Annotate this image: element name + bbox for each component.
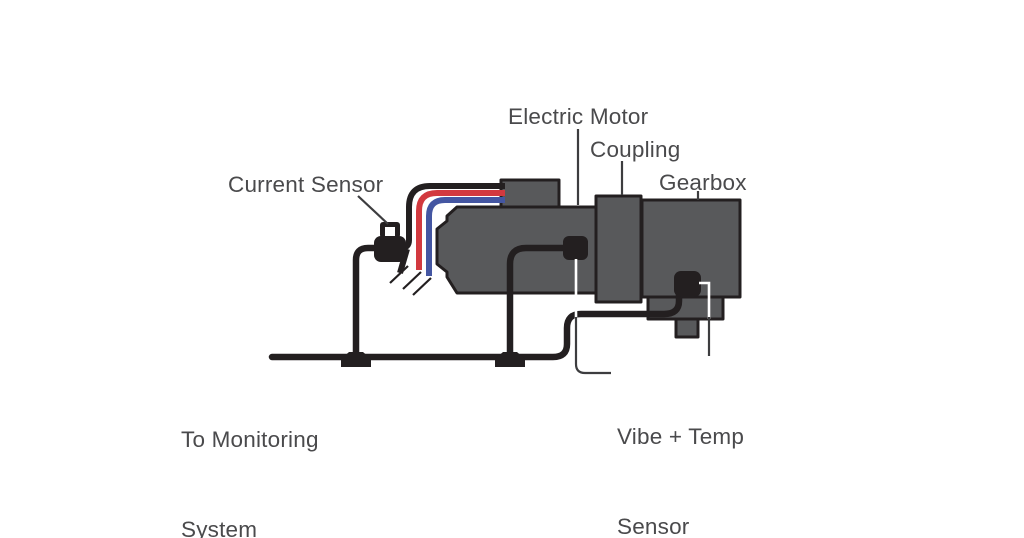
coupling-body	[594, 194, 643, 304]
label-to-monitoring-line2: System	[181, 517, 258, 538]
label-gearbox: Gearbox	[659, 170, 747, 195]
power-wire-red	[416, 190, 505, 270]
motor-sensor-cable	[506, 244, 564, 354]
bus-tee-connector	[495, 352, 525, 367]
gearbox-foot	[674, 317, 700, 339]
current-sensor-clamp	[374, 236, 406, 262]
wire-break-tick	[389, 265, 409, 284]
label-coupling: Coupling	[590, 137, 681, 162]
leader-vibe-motor	[574, 317, 611, 375]
current-sensor-cable	[352, 244, 384, 354]
leader-current-sensor	[357, 195, 389, 225]
monitoring-bus-cable	[268, 285, 683, 361]
wire-break-tick	[402, 271, 422, 290]
current-sensor-notch	[385, 227, 395, 236]
leader-vibe-gearbox-white	[699, 281, 711, 319]
bus-tee-connector	[341, 352, 371, 367]
label-to-monitoring-line1: To Monitoring	[181, 427, 319, 452]
label-vibe-temp-line1: Vibe + Temp	[617, 424, 745, 449]
label-electric-motor: Electric Motor	[508, 104, 649, 129]
label-current-sensor: Current Sensor	[228, 172, 384, 197]
label-vibe-temp-sensor: Vibe + Temp Sensor	[617, 362, 744, 538]
motor-junction-box	[499, 178, 561, 209]
label-vibe-temp-line2: Sensor	[617, 514, 690, 538]
vibe-temp-sensor-motor	[563, 236, 588, 260]
vibe-temp-sensor-gearbox	[674, 271, 701, 297]
wire-break-tick	[412, 277, 432, 296]
label-to-monitoring-system: To Monitoring System	[181, 365, 319, 538]
power-wire-blue	[426, 197, 505, 276]
